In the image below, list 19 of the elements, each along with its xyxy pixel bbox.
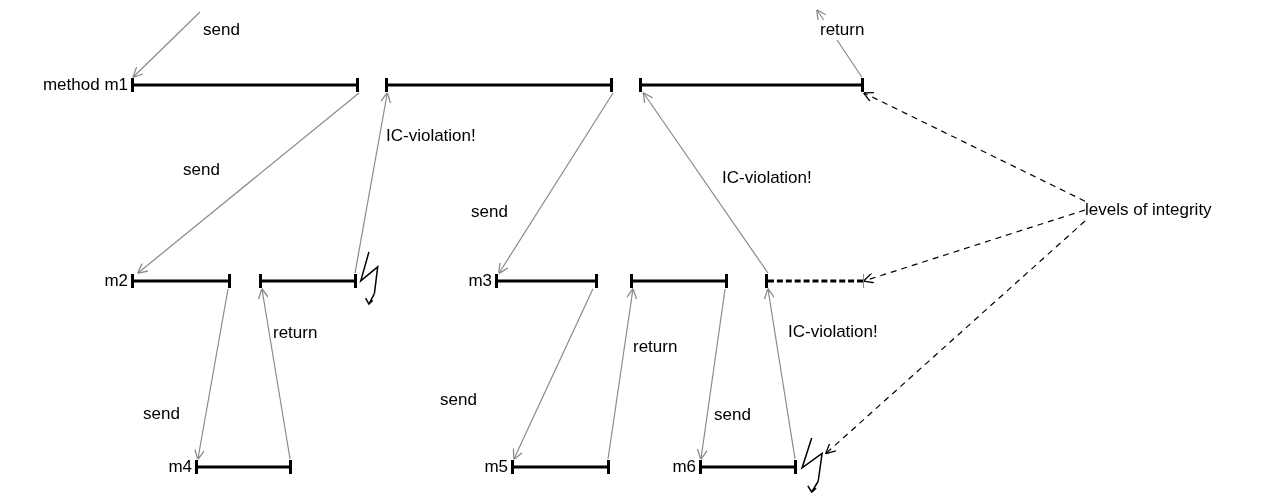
arrow [642, 91, 769, 274]
arrow [696, 288, 726, 461]
method-label: m5 [484, 457, 508, 477]
arrow [257, 287, 291, 460]
arrow [194, 288, 229, 461]
method-label: m3 [468, 271, 492, 291]
method-label: m2 [104, 271, 128, 291]
method-label: m6 [672, 457, 696, 477]
dashed-arrow [862, 209, 1086, 284]
annotation-text: levels of integrity [1085, 199, 1212, 221]
edge-label: return [820, 20, 865, 40]
arrow [498, 92, 614, 275]
method-label: m4 [168, 457, 192, 477]
arrow [132, 11, 201, 78]
arrow [136, 92, 360, 274]
dashed-arrow [825, 220, 1086, 455]
dashed-arrow [862, 92, 1086, 202]
method-label: method m1 [42, 75, 128, 95]
arrow [607, 287, 638, 460]
